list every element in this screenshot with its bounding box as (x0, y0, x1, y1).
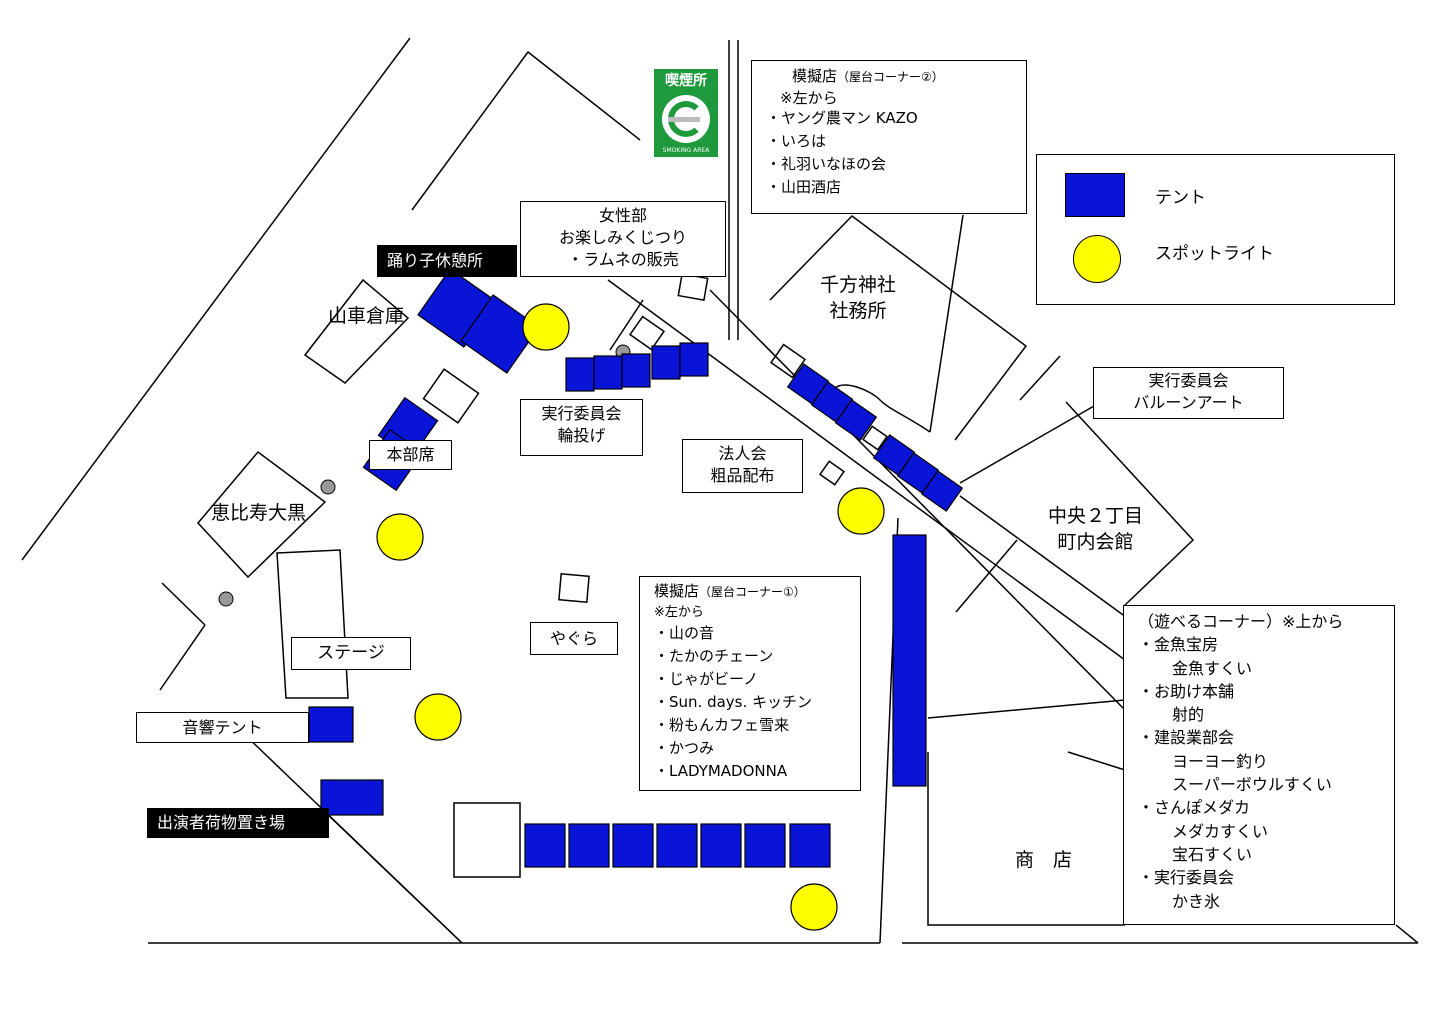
josei-line: 女性部 (598, 206, 647, 225)
spotlights (376, 303, 885, 931)
mogi2-box: 模擬店（屋台コーナー②） ※左から ・ヤング農マン KAZO ・いろは ・礼羽い… (751, 60, 1027, 214)
asobu-group: ・金魚宝房 (1138, 635, 1219, 655)
mogi2-item: ・礼羽いなほの会 (766, 155, 887, 173)
yagura-label: やぐら (530, 622, 618, 655)
tent (834, 399, 878, 441)
smoking-sign-subtitle: SMOKING AREA (662, 147, 710, 154)
asobu-item: メダカすくい (1172, 821, 1269, 841)
mogi2-title: 模擬店 (792, 67, 838, 85)
yamaguruma-label: 山車倉庫 (328, 305, 405, 327)
mogi1-item: ・山の音 (654, 624, 715, 642)
shrine-line1: 千方神社 (820, 274, 897, 296)
mogi1-item: ・Sun. days. キッチン (654, 693, 813, 711)
mogi1-title: 模擬店 (654, 582, 700, 600)
tent (651, 345, 681, 380)
shrine-line2: 社務所 (829, 300, 887, 322)
wanage-line: 実行委員会 (541, 404, 622, 423)
mogi1-item: ・かつみ (654, 739, 715, 757)
shop-label: 商 店 (1015, 849, 1073, 871)
legend-tent-swatch (1065, 173, 1125, 217)
hojinkai-line: 粗品配布 (710, 466, 775, 485)
hojinkai-box: 法人会 粗品配布 (682, 439, 803, 493)
shutsuensha-label: 出演者荷物置き場 (147, 808, 329, 838)
tent (593, 355, 623, 390)
asobu-item: 宝石すくい (1172, 844, 1253, 864)
tent (320, 779, 384, 816)
post-marker (218, 591, 234, 607)
tent (892, 534, 927, 787)
tent (308, 706, 354, 743)
tent (568, 823, 610, 868)
stage-label: ステージ (291, 637, 411, 670)
smoking-area-icon: 喫煙所 SMOKING AREA (654, 69, 718, 157)
asobu-item: 射的 (1172, 705, 1205, 725)
mogi1-subtitle: （屋台コーナー①） (699, 585, 806, 599)
smoking-sign-title: 喫煙所 (665, 73, 707, 89)
tent (679, 342, 709, 377)
tent (565, 357, 595, 392)
shrine-office-label: 千方神社 社務所 (820, 272, 896, 324)
spotlight (414, 693, 462, 741)
asobu-group: ・さんぽメダカ (1138, 798, 1251, 818)
spotlight (837, 487, 885, 535)
spotlight (790, 883, 838, 931)
mogi1-heading: 模擬店（屋台コーナー①） (654, 580, 860, 604)
mogi1-item: ・じゃがビーノ (654, 670, 759, 688)
tent (920, 470, 964, 512)
chuo-line2: 町内会館 (1057, 531, 1134, 553)
legend-tent-label: テント (1155, 188, 1206, 208)
asobu-item: かき氷 (1172, 891, 1221, 911)
odoriko-label: 踊り子休憩所 (377, 245, 517, 277)
tent (656, 823, 698, 868)
tent (700, 823, 742, 868)
legend-spotlight-label: スポットライト (1155, 244, 1274, 264)
josei-line: ・ラムネの販売 (567, 250, 679, 269)
hojinkai-line: 法人会 (718, 444, 767, 463)
spotlight (522, 303, 570, 351)
tents (308, 268, 964, 868)
tent (789, 823, 831, 868)
asobu-group: ・お助け本舗 (1138, 681, 1235, 701)
asobu-box: （遊べるコーナー）※上から ・金魚宝房 金魚すくい ・お助け本舗 射的 ・建設業… (1123, 605, 1395, 925)
mogi1-item: ・粉もんカフェ雪来 (654, 716, 790, 734)
tent (524, 823, 566, 868)
asobu-item: 金魚すくい (1172, 658, 1253, 678)
chuo-line1: 中央２丁目 (1048, 505, 1144, 527)
balloon-box: 実行委員会 バルーンアート (1093, 367, 1284, 419)
balloon-line: 実行委員会 (1148, 371, 1229, 390)
wanage-box: 実行委員会 輪投げ (520, 399, 643, 456)
mogi2-subtitle: （屋台コーナー②） (837, 70, 944, 84)
mogi2-heading: 模擬店（屋台コーナー②） (766, 65, 1026, 89)
honbuseki-label: 本部席 (369, 440, 452, 470)
mogi1-item: ・LADYMADONNA (654, 762, 788, 780)
mogi1-note: ※左から (654, 605, 704, 620)
ebisu-label: 恵比寿大黒 (211, 502, 307, 524)
onkyo-label: 音響テント (136, 712, 309, 743)
mogi2-item: ・山田酒店 (766, 178, 842, 196)
mogi1-item: ・たかのチェーン (654, 647, 774, 665)
mogi2-item: ・いろは (766, 132, 827, 150)
legend-spotlight-swatch (1073, 235, 1121, 283)
spotlight (376, 513, 424, 561)
mogi2-note: ※左から (780, 89, 838, 107)
tent (460, 294, 540, 374)
mogi2-item: ・ヤング農マン KAZO (766, 109, 918, 127)
asobu-group: ・実行委員会 (1138, 868, 1235, 888)
post-marker (320, 479, 336, 495)
mogi1-box: 模擬店（屋台コーナー①） ※左から ・山の音 ・たかのチェーン ・じゃがビーノ … (639, 576, 861, 791)
josei-line: お楽しみくじつり (558, 228, 687, 247)
chuo-hall-label: 中央２丁目 町内会館 (1048, 503, 1143, 555)
asobu-group: ・建設業部会 (1138, 728, 1235, 748)
asobu-item: スーパーボウルすくい (1172, 775, 1332, 795)
asobu-title: （遊べるコーナー）※上から (1138, 612, 1344, 631)
josei-box: 女性部 お楽しみくじつり ・ラムネの販売 (520, 201, 726, 277)
tent (612, 823, 654, 868)
tent (621, 353, 651, 388)
balloon-line: バルーンアート (1133, 393, 1244, 412)
asobu-item: ヨーヨー釣り (1172, 751, 1269, 771)
tent (744, 823, 786, 868)
legend: テント スポットライト (1036, 154, 1395, 305)
wanage-line: 輪投げ (557, 426, 606, 445)
